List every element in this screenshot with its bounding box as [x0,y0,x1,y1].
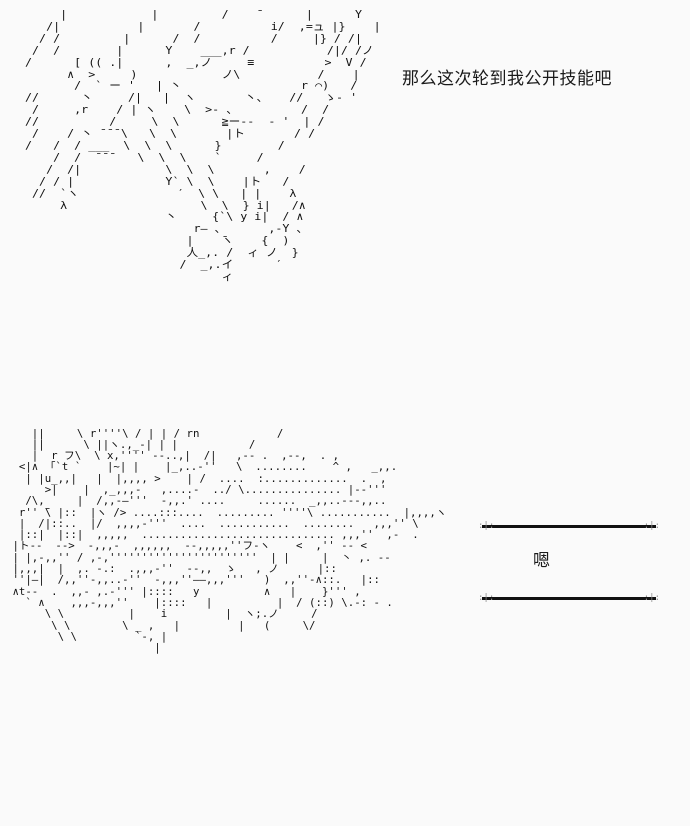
dialogue-line-secondary: 嗯 [533,551,551,571]
separator-cap-left: :|: [478,593,495,603]
separator-cap-right: :|: [643,593,660,603]
separator-cap-right: :|: [643,521,660,531]
ascii-art-bottom-figure: || \ r''''\ / | | / rn / || \ ||ヽ.,_-| |… [12,427,447,655]
dialogue-separator-lower: :|: :|: [478,594,660,603]
ascii-art-top-figure: | | / ̄ | Y /| | / i/ ,=ュ |} | / / | / /… [25,8,381,283]
separator-cap-left: :|: [478,521,495,531]
dialogue-separator-upper: :|: :|: [478,522,660,531]
dialogue-line-primary: 那么这次轮到我公开技能吧 [402,69,612,89]
